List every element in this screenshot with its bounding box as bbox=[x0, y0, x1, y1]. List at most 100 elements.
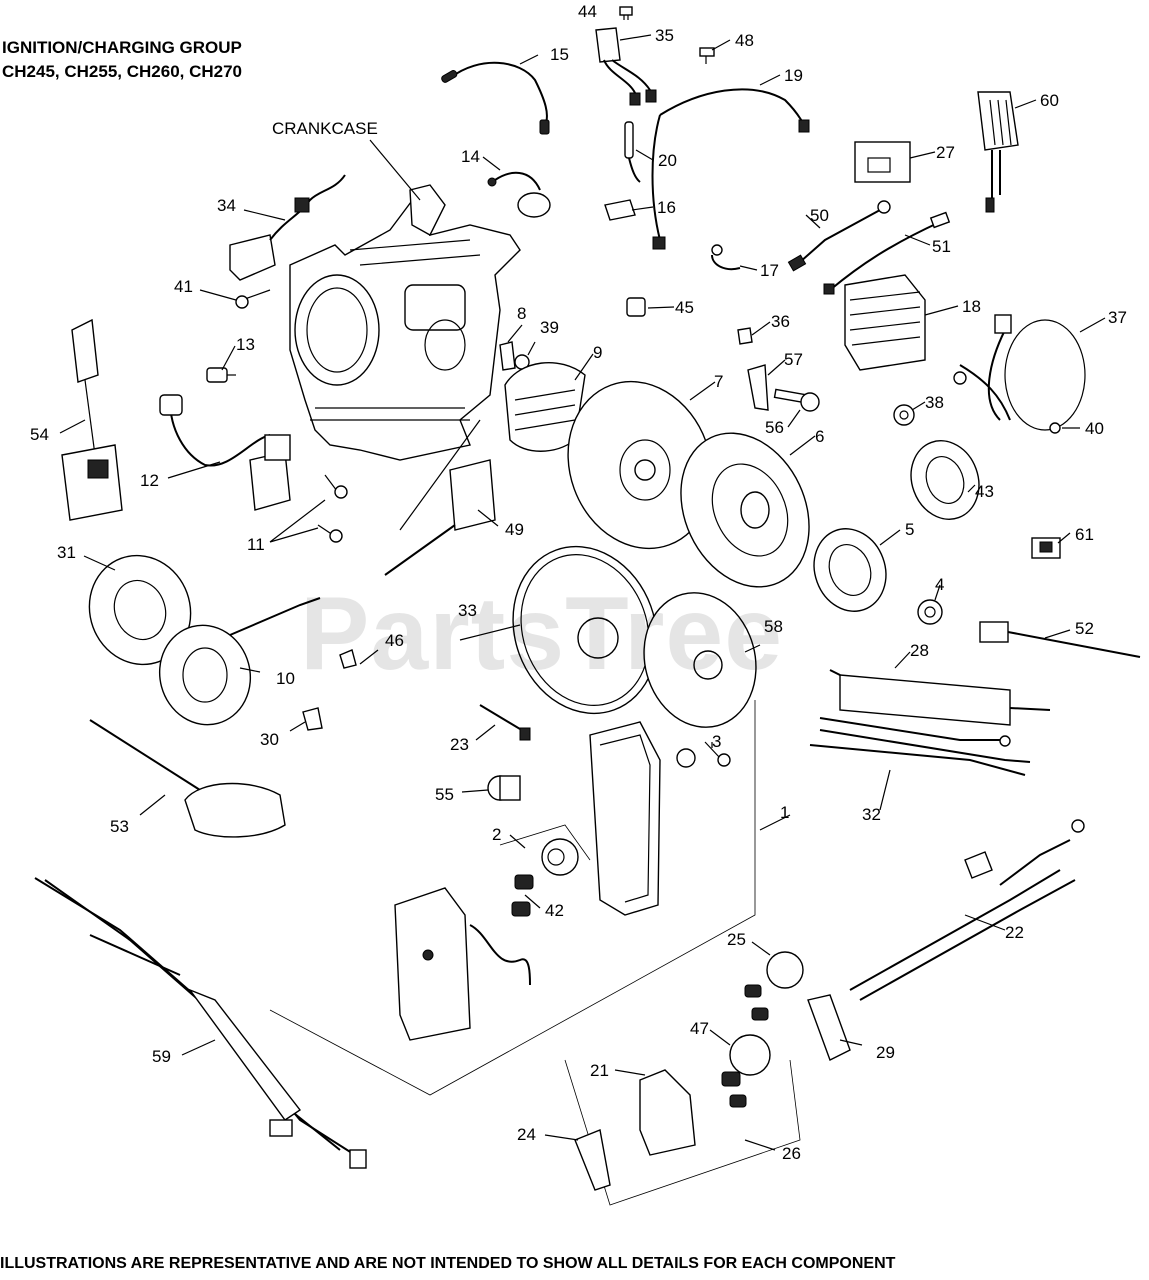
leads-part-32 bbox=[809, 717, 1031, 776]
clip-part-46 bbox=[339, 649, 357, 669]
callout-15: 15 bbox=[550, 45, 569, 64]
rectifier-part-60 bbox=[977, 91, 1019, 213]
callout-39: 39 bbox=[540, 318, 559, 337]
bolt-part-56 bbox=[773, 388, 820, 412]
callout-29: 29 bbox=[876, 1043, 895, 1062]
callout-16: 16 bbox=[657, 198, 676, 217]
harness-loop-part-37 bbox=[953, 314, 1086, 431]
callout-51: 51 bbox=[932, 237, 951, 256]
callout-3: 3 bbox=[712, 732, 721, 751]
fan-part-6 bbox=[680, 432, 810, 588]
exploded-view: CRANKCASE 1 2 3 4 5 6 7 8 9 10 11 12 13 … bbox=[30, 2, 1141, 1206]
callout-43: 43 bbox=[975, 482, 994, 501]
callout-34: 34 bbox=[217, 196, 236, 215]
sensor-part-14 bbox=[487, 171, 551, 218]
ignition-module-part-34 bbox=[229, 174, 346, 281]
grommet-part-45 bbox=[626, 297, 646, 317]
clip-part-8 bbox=[499, 341, 516, 371]
callout-60: 60 bbox=[1040, 91, 1059, 110]
bolts-part-11 bbox=[317, 474, 348, 543]
callout-11: 11 bbox=[247, 535, 265, 554]
module-part-49 bbox=[384, 459, 496, 576]
callout-31: 31 bbox=[57, 543, 76, 562]
lead-part-50 bbox=[787, 200, 891, 272]
label-plate-part-27 bbox=[854, 141, 911, 183]
callout-45: 45 bbox=[675, 298, 694, 317]
callout-54: 54 bbox=[30, 425, 49, 444]
diagram-title: IGNITION/CHARGING GROUP bbox=[2, 38, 242, 57]
callout-48: 48 bbox=[735, 31, 754, 50]
callout-28: 28 bbox=[910, 641, 929, 660]
flywheel-part-33 bbox=[512, 545, 658, 715]
callout-50: 50 bbox=[810, 206, 829, 225]
callout-5: 5 bbox=[905, 520, 914, 539]
ground-wire-part-17 bbox=[711, 244, 741, 271]
switch-part-61 bbox=[1031, 537, 1061, 559]
callout-37: 37 bbox=[1108, 308, 1127, 327]
coil-part-12 bbox=[159, 394, 291, 511]
keys-part-42 bbox=[511, 874, 534, 917]
callout-9: 9 bbox=[593, 343, 602, 362]
clip-part-36 bbox=[737, 327, 753, 345]
flywheel-part-58 bbox=[643, 592, 757, 728]
bracket-part-57 bbox=[747, 364, 769, 411]
bolt-part-41 bbox=[235, 289, 271, 309]
screw-part-44 bbox=[619, 6, 633, 20]
cap-part-55 bbox=[487, 775, 521, 801]
callout-21: 21 bbox=[590, 1061, 609, 1080]
key-switch-part-2 bbox=[541, 838, 579, 876]
callout-12: 12 bbox=[140, 471, 159, 490]
harness-part-28 bbox=[829, 669, 1051, 726]
crankcase-part bbox=[289, 184, 521, 461]
callout-22: 22 bbox=[1005, 923, 1024, 942]
harness-part-59 bbox=[34, 877, 367, 1169]
callout-55: 55 bbox=[435, 785, 454, 804]
spark-wire-part-15 bbox=[441, 61, 550, 135]
callout-56: 56 bbox=[765, 418, 784, 437]
callout-59: 59 bbox=[152, 1047, 171, 1066]
key-switch-part-47 bbox=[721, 1034, 771, 1108]
key-switch-part-25 bbox=[744, 951, 804, 1021]
cup-part-5 bbox=[813, 528, 887, 612]
nut-part-38 bbox=[893, 404, 915, 426]
leader-lines bbox=[59, 34, 1106, 1151]
callout-26: 26 bbox=[782, 1144, 801, 1163]
callout-2: 2 bbox=[492, 825, 501, 844]
callout-33: 33 bbox=[458, 601, 477, 620]
flywheel-part-7 bbox=[567, 380, 713, 550]
callout-1: 1 bbox=[780, 803, 789, 822]
callout-49: 49 bbox=[505, 520, 524, 539]
callout-13: 13 bbox=[236, 335, 255, 354]
callout-20: 20 bbox=[658, 151, 677, 170]
callout-41: 41 bbox=[174, 277, 193, 296]
callout-24: 24 bbox=[517, 1125, 536, 1144]
callout-14: 14 bbox=[461, 147, 480, 166]
callout-35: 35 bbox=[655, 26, 674, 45]
callout-42: 42 bbox=[545, 901, 564, 920]
stator-part-53 bbox=[89, 719, 286, 838]
cable-part-52 bbox=[979, 621, 1141, 658]
plate-part-29 bbox=[807, 994, 851, 1061]
clip-part-30 bbox=[302, 707, 323, 731]
screw-part-40 bbox=[1049, 422, 1061, 434]
callout-52: 52 bbox=[1075, 619, 1094, 638]
callout-labels: CRANKCASE 1 2 3 4 5 6 7 8 9 10 11 12 13 … bbox=[30, 2, 1127, 1163]
kit-outline-1 bbox=[269, 700, 756, 1096]
stator-part-10 bbox=[158, 597, 321, 726]
callout-58: 58 bbox=[764, 617, 783, 636]
cup-part-43 bbox=[910, 440, 980, 520]
pin-part-23 bbox=[479, 704, 531, 741]
callout-32: 32 bbox=[862, 805, 881, 824]
model-list: CH245, CH255, CH260, CH270 bbox=[2, 62, 243, 81]
callout-10: 10 bbox=[276, 669, 295, 688]
callout-61: 61 bbox=[1075, 525, 1094, 544]
callout-4: 4 bbox=[935, 575, 944, 594]
callout-18: 18 bbox=[962, 297, 981, 316]
crankcase-label: CRANKCASE bbox=[272, 119, 378, 138]
disclaimer-footer: ILLUSTRATIONS ARE REPRESENTATIVE AND ARE… bbox=[0, 1255, 896, 1272]
callout-40: 40 bbox=[1085, 419, 1104, 438]
wire-harness-part-19 bbox=[651, 88, 810, 250]
spark-plug-part-13 bbox=[206, 367, 236, 383]
callout-8: 8 bbox=[517, 304, 526, 323]
